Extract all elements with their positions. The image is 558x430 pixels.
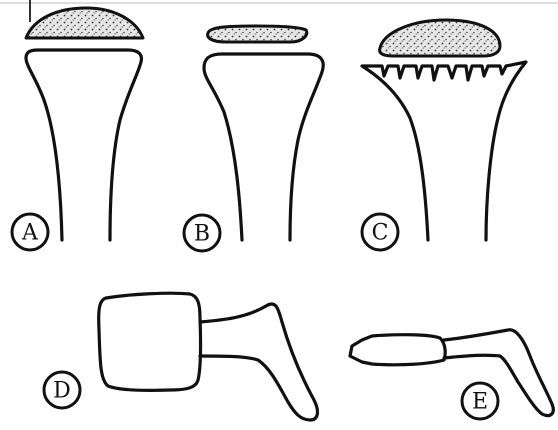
panel-b-epiphysis-cap <box>208 26 307 42</box>
panel-a: A <box>12 8 143 250</box>
panel-a-label: A <box>21 221 39 246</box>
panel-b-label: B <box>194 222 210 247</box>
panel-d-label: D <box>53 379 71 404</box>
panel-b: B <box>184 26 323 251</box>
panel-c-epiphysis-cap <box>380 20 500 56</box>
panel-b-metaphysis-outline <box>204 54 323 240</box>
panel-a-epiphysis-cap <box>26 8 143 38</box>
panel-c: C <box>362 20 526 250</box>
panel-d-square-block <box>99 293 201 390</box>
panel-d: D <box>44 293 317 420</box>
panel-c-label: C <box>372 221 389 246</box>
panel-d-neck-and-tail <box>200 304 317 420</box>
panel-e-block <box>350 335 445 365</box>
panel-e-label: E <box>472 390 488 415</box>
panel-a-metaphysis-outline <box>26 50 141 240</box>
panel-c-metaphysis-outline <box>362 62 526 240</box>
panel-e: E <box>350 330 553 419</box>
